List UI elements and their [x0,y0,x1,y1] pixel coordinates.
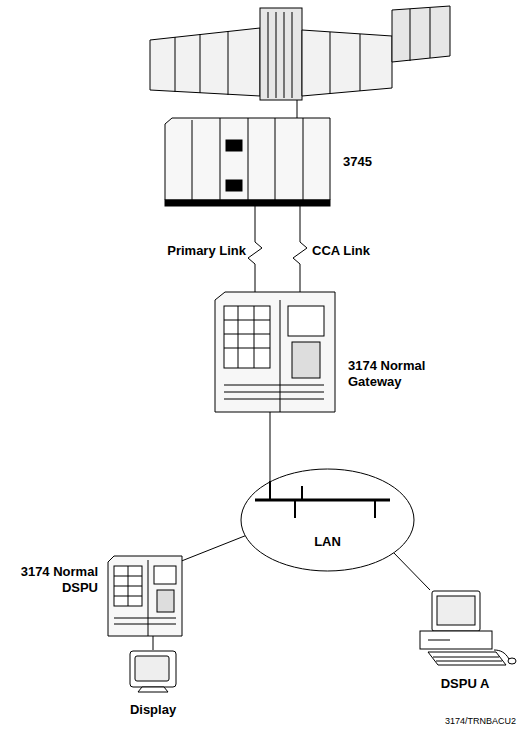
link-label: Primary Link [138,243,246,259]
lan-ellipse [241,469,414,571]
link-line [293,206,307,292]
mainframe-illustration [150,6,450,120]
lan-ellipse-outline [240,468,415,572]
controller-box: 3745 [165,118,330,206]
display-terminal-illustration [130,651,176,692]
control-unit-illustration [215,292,335,412]
controller-illustration [165,118,330,206]
personal-computer-illustration [420,591,516,665]
lan-ellipse: LAN [240,468,415,572]
node-label: DSPU A [415,676,515,692]
node-label: 3174 Normal Gateway [348,358,460,390]
figure-id: 3174/TRNBACU2 [398,713,516,729]
lan-bus [255,481,390,518]
control-unit-illustration [108,556,182,636]
node-label: Display [103,702,203,718]
lan-line [182,536,245,561]
node-label: 3745 [343,154,403,170]
link-label: CCA Link [312,243,402,259]
pc-box: DSPU A [415,590,515,668]
node-label: LAN [240,534,415,550]
lan-line [394,553,430,590]
cable-line [153,636,154,650]
lan-line [270,412,271,482]
link-line [248,206,262,292]
display-box: Display [128,650,178,692]
gateway-box: 3174 Normal Gateway [215,292,335,412]
dspu-box: 3174 Normal DSPU [108,556,182,636]
node-label: 3174 Normal DSPU [4,564,98,596]
